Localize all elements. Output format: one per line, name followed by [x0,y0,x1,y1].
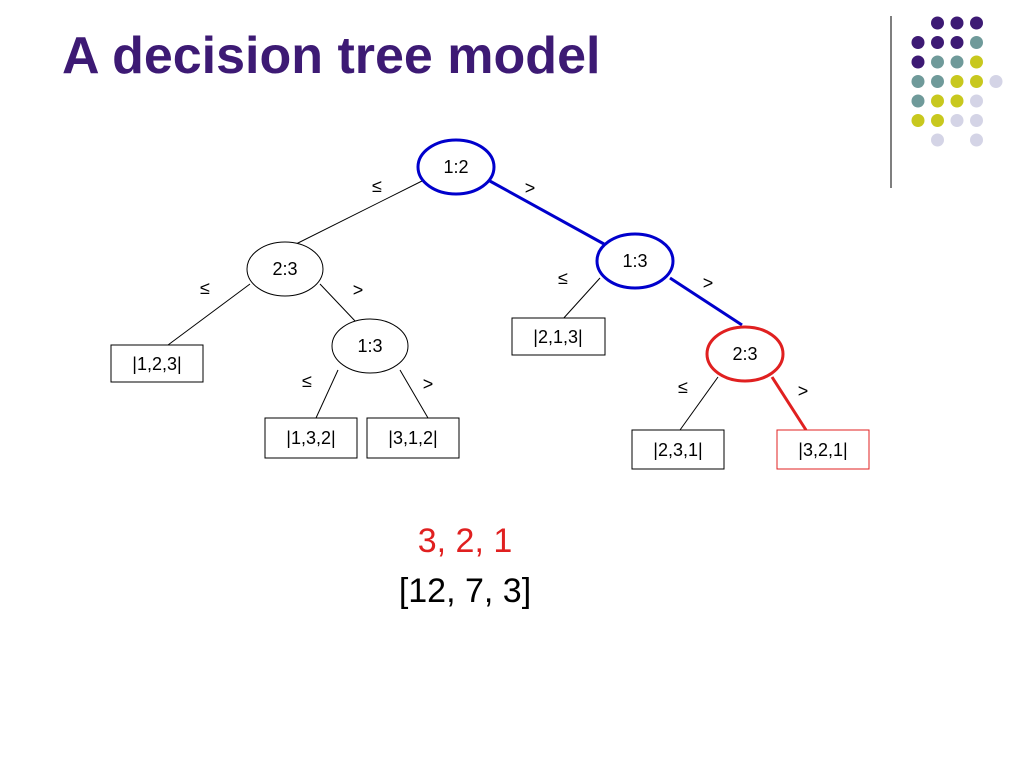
leaf-label: |2,1,3| [533,327,582,347]
branch-label-le: ≤ [200,278,210,298]
node-label: 1:3 [357,336,382,356]
slide-title: A decision tree model [62,27,601,85]
node-ellipse [246,241,324,297]
edge-right-rightright [669,276,743,327]
decorative-dot-grid [911,16,1003,147]
edge-leftright-leaf132 [315,369,339,419]
edge-left-leftright [319,283,357,323]
decorative-dot [931,133,944,147]
decorative-dot [950,94,964,108]
node-ellipse [331,318,409,374]
comparison-node-left: 2:3 [246,241,324,297]
leaf-box-321: |3,2,1| [776,429,870,470]
leaf-box-213: |2,1,3| [511,317,606,356]
node-label: 2:3 [732,344,757,364]
decorative-dot [950,75,964,88]
decorative-dot [970,114,983,127]
edge-left-leaf123 [167,283,251,346]
leaf-box-231: |2,3,1| [631,429,725,470]
decorative-dot [911,94,925,108]
decorative-dot [970,75,983,88]
leaf-rect [366,417,460,459]
edge-rightright-leaf321 [770,376,808,431]
branch-label-le: ≤ [558,268,568,288]
leaf-rect [631,429,725,470]
decorative-dot [970,94,983,108]
decorative-dot [911,114,925,127]
decorative-dot [950,114,964,127]
leaf-box-123: |1,2,3| [110,344,204,383]
branch-label-gt: > [703,273,714,293]
edge-root-right [487,178,605,246]
decorative-dot [970,133,983,147]
comparison-nodes: 1:2 2:3 1:3 1:3 2:3 [246,138,785,383]
branch-label-le: ≤ [302,371,312,391]
node-ellipse [416,138,496,196]
decorative-dot [950,55,964,69]
decorative-dot [931,114,944,127]
tree-edges [167,178,808,431]
leaf-rect [264,417,358,459]
decorative-dot [970,55,983,69]
branch-label-gt: > [353,280,364,300]
decorative-dot [950,16,964,30]
comparison-node-left-right: 1:3 [331,318,409,374]
leaf-rect [776,429,870,470]
leaf-label: |1,3,2| [286,428,335,448]
edge-rightright-leaf231 [679,376,719,431]
node-label: 1:2 [443,157,468,177]
leaf-label: |1,2,3| [132,354,181,374]
leaf-rect [511,317,606,356]
branch-label-gt: > [423,374,434,394]
leaf-label: |2,3,1| [653,440,702,460]
decorative-dot [911,55,925,69]
comparison-node-root: 1:2 [416,138,496,196]
node-label: 1:3 [622,251,647,271]
decorative-dot [950,36,964,49]
leaf-label: |3,2,1| [798,440,847,460]
leaf-label: |3,1,2| [388,428,437,448]
edge-leftright-leaf312 [399,369,429,419]
edge-root-left [285,179,425,250]
branch-label-gt: > [525,178,536,198]
decorative-dot [970,16,983,30]
branch-label-le: ≤ [678,377,688,397]
leaf-rect [110,344,204,383]
decorative-dot [931,55,944,69]
node-label: 2:3 [272,259,297,279]
edge-right-leaf213 [561,277,601,321]
comparison-node-right-right: 2:3 [705,325,785,383]
leaf-box-132: |1,3,2| [264,417,358,459]
node-ellipse [595,232,675,290]
decorative-dot [911,75,925,88]
leaf-boxes: |1,2,3| |1,3,2| |3,1,2| |2,1,3| |2,3,1| … [110,317,870,470]
decorative-dot [970,36,983,49]
decorative-dot [931,75,944,88]
decorative-dot [931,36,944,49]
decorative-dot [931,94,944,108]
result-array: [12, 7, 3] [398,572,532,610]
decorative-dot [911,36,925,49]
comparison-node-right: 1:3 [595,232,675,290]
decorative-dot [989,75,1003,88]
node-ellipse [705,325,785,383]
branch-label-gt: > [798,381,809,401]
branch-label-le: ≤ [372,176,382,196]
result-order: 3, 2, 1 [417,522,513,560]
branch-labels: ≤ > ≤ > ≤ > ≤ > ≤ > [200,176,808,401]
decorative-dot [931,16,944,30]
leaf-box-312: |3,1,2| [366,417,460,459]
